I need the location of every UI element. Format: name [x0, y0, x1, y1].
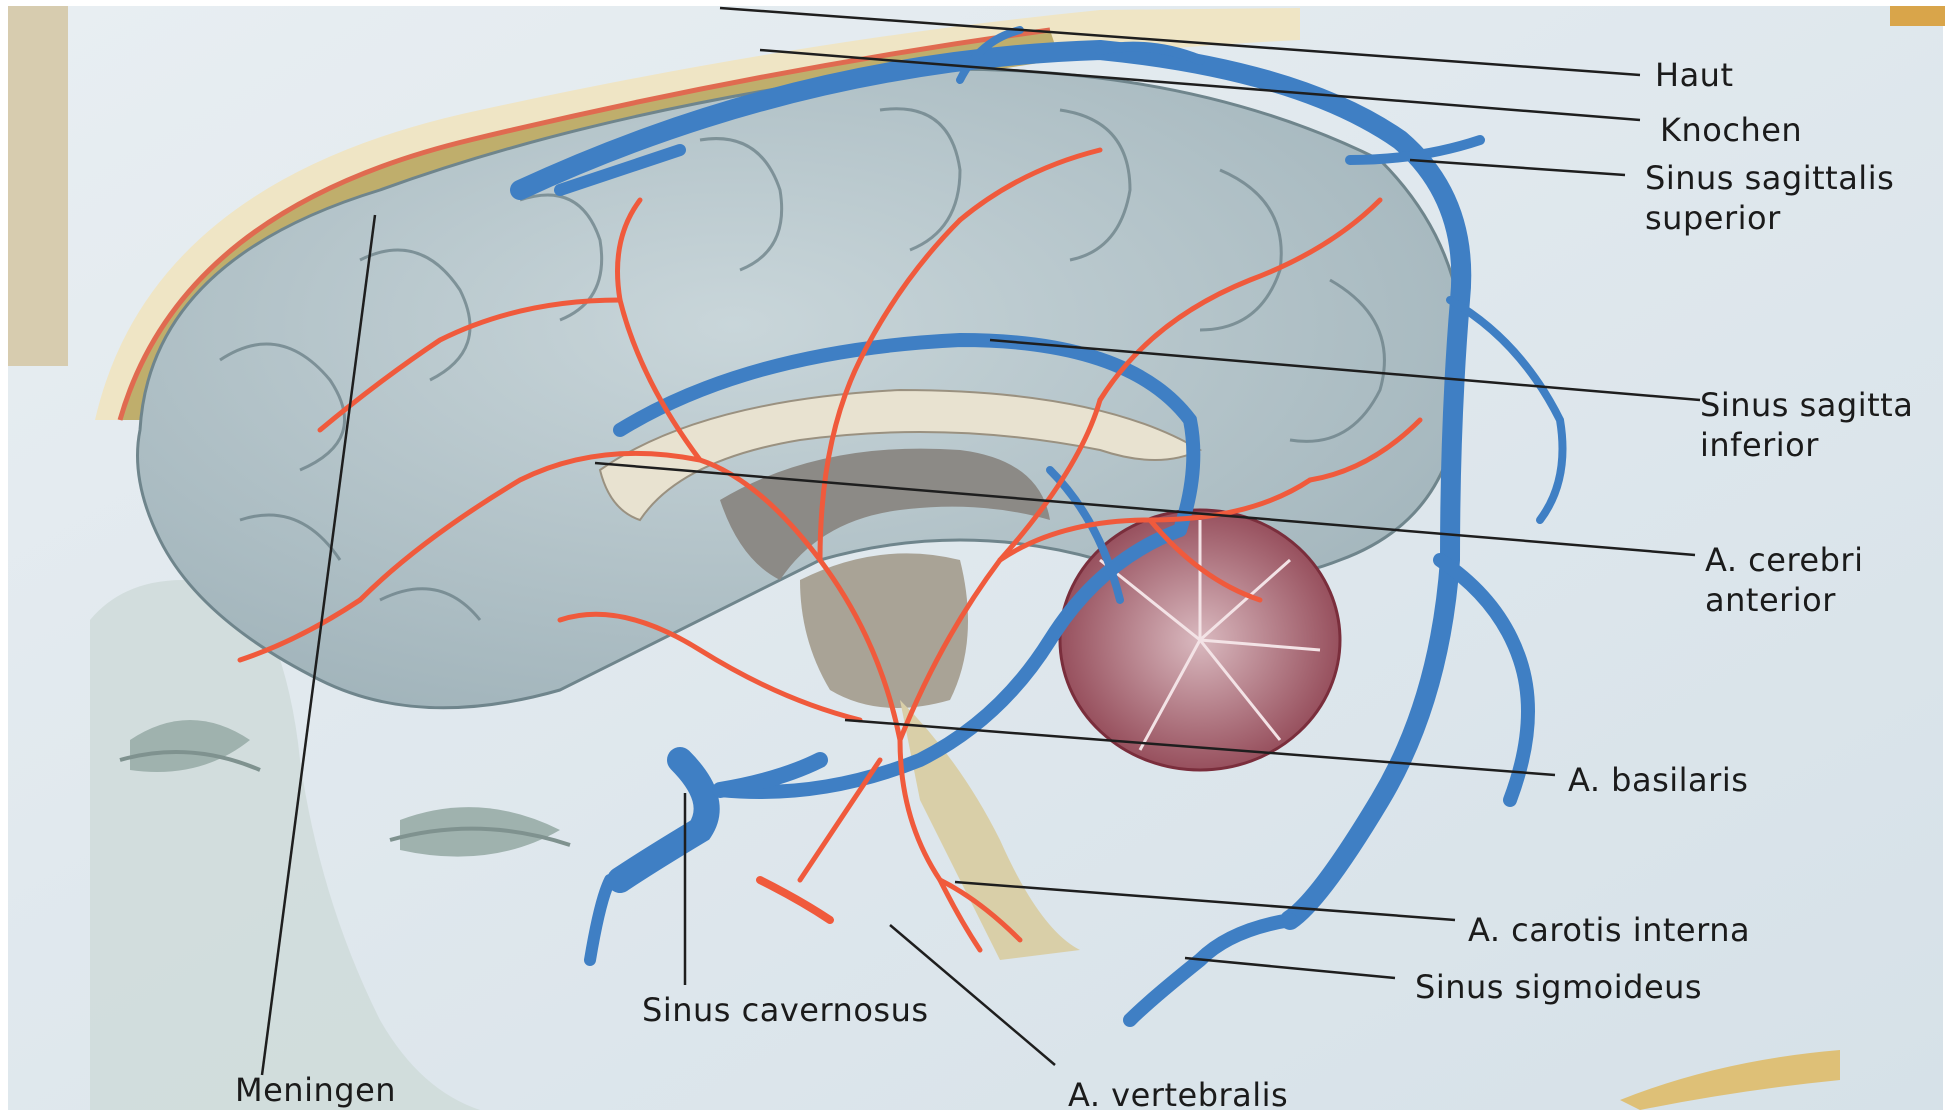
label-sinus-sagittalis-superior: Sinus sagittalis superior: [1645, 158, 1894, 238]
label-basilaris: A. basilaris: [1568, 760, 1748, 800]
label-vertebralis: A. vertebralis: [1068, 1075, 1288, 1113]
label-knochen: Knochen: [1660, 110, 1802, 150]
label-haut: Haut: [1655, 55, 1734, 95]
label-line: Sinus sagittalis: [1645, 158, 1894, 198]
label-line: A. cerebri: [1705, 540, 1863, 580]
label-line: anterior: [1705, 580, 1863, 620]
label-sinus-cavernosus: Sinus cavernosus: [642, 990, 929, 1030]
label-line: Sinus sagitta: [1700, 385, 1913, 425]
label-line: inferior: [1700, 425, 1913, 465]
label-line: superior: [1645, 198, 1894, 238]
label-carotis-interna: A. carotis interna: [1468, 910, 1750, 950]
top-right-accent: [1890, 6, 1945, 26]
left-edge-stripe: [8, 6, 68, 366]
label-sinus-sigmoideus: Sinus sigmoideus: [1415, 967, 1702, 1007]
label-meningen: Meningen: [235, 1070, 396, 1110]
label-cerebri-anterior: A. cerebri anterior: [1705, 540, 1863, 620]
label-sinus-sagittalis-inferior: Sinus sagitta inferior: [1700, 385, 1913, 465]
